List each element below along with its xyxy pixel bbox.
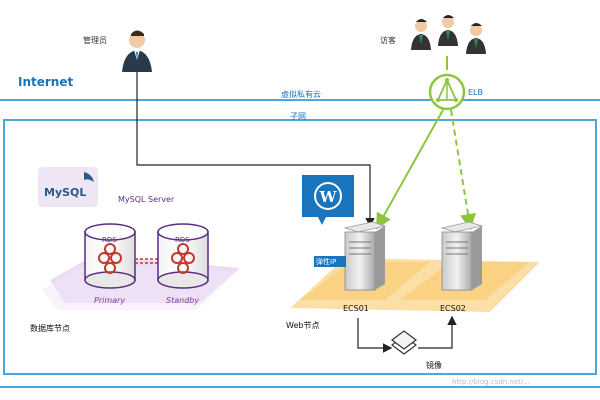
db-node-label: 数据库节点 — [30, 324, 70, 333]
eip-tag — [314, 256, 346, 267]
rds-standby-label: RDS — [175, 236, 190, 244]
image-to-ecs02-link — [418, 315, 457, 349]
ecs01-to-image-link — [357, 318, 393, 353]
admin-person-icon — [122, 30, 152, 72]
svg-text:W: W — [319, 188, 338, 206]
visitor-group-icon — [411, 15, 486, 54]
wordpress-icon: W — [302, 175, 354, 225]
standby-label: Standby — [166, 296, 200, 305]
ecs02-label: ECS02 — [440, 304, 466, 313]
internet-label: Internet — [18, 75, 74, 89]
mysql-logo — [38, 167, 98, 207]
visitor-label: 访客 — [380, 36, 396, 45]
elb-icon — [428, 73, 466, 111]
image-label: 镜像 — [426, 361, 442, 370]
vpc-boundary — [3, 119, 597, 375]
elb-to-ecs01-link — [376, 109, 444, 230]
rds-primary-label: RDS — [102, 236, 117, 244]
rds-standby-icon — [157, 223, 209, 289]
admin-label: 管理员 — [83, 36, 107, 45]
vpc-label: 虚拟私有云 — [281, 90, 321, 99]
ecs02-server-icon — [440, 221, 484, 291]
mysql-server-label: MySQL Server — [118, 195, 175, 204]
ecs01-server-icon — [343, 221, 387, 291]
ecs01-label: ECS01 — [343, 304, 369, 313]
watermark-text: http://blog.csdn.net/... — [452, 378, 530, 386]
image-layers-icon — [391, 330, 417, 355]
eip-label: 弹性IP — [316, 258, 337, 266]
primary-label: Primary — [94, 296, 126, 305]
rds-primary-icon — [84, 223, 136, 289]
elb-to-ecs02-link — [450, 109, 476, 230]
mysql-logo-text: MySQL — [44, 186, 87, 199]
web-node-label: Web节点 — [286, 321, 320, 330]
admin-to-ecs01-link — [136, 72, 375, 228]
subnet-label: 子网 — [290, 112, 306, 121]
elb-label: ELB — [468, 88, 483, 97]
